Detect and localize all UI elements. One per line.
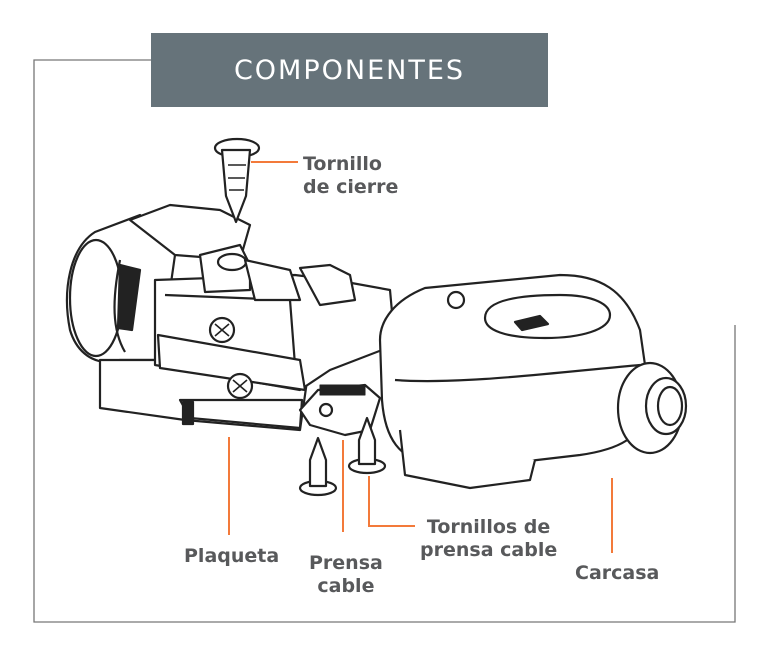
carcasa-body xyxy=(378,273,688,490)
label-prensa-cable-line1: Prensa xyxy=(309,552,383,574)
frame-border xyxy=(33,59,736,623)
section-title: COMPONENTES xyxy=(151,33,548,107)
label-carcasa: Carcasa xyxy=(575,562,660,584)
leader-tornillos-prensa xyxy=(368,476,415,527)
tornillo-prensa-2 xyxy=(347,416,387,475)
label-tornillo-cierre-line2: de cierre xyxy=(303,176,399,198)
label-plaqueta: Plaqueta xyxy=(184,545,280,567)
label-tornillos-prensa-line1: Tornillos de xyxy=(426,516,551,538)
label-tornillo-cierre: Tornillo de cierre xyxy=(303,153,398,199)
label-tornillos-prensa-line2: prensa cable xyxy=(420,539,558,561)
label-prensa-cable: Prensa cable xyxy=(309,552,383,598)
label-tornillo-cierre-line1: Tornillo xyxy=(303,153,382,175)
tornillo-prensa-1 xyxy=(298,436,338,497)
tornillo-cierre-screw xyxy=(213,137,261,224)
label-prensa-cable-line2: cable xyxy=(317,575,375,597)
label-tornillos-prensa: Tornillos de prensa cable xyxy=(420,516,557,562)
leader-lines xyxy=(228,161,613,553)
connector-illustration xyxy=(65,137,688,497)
